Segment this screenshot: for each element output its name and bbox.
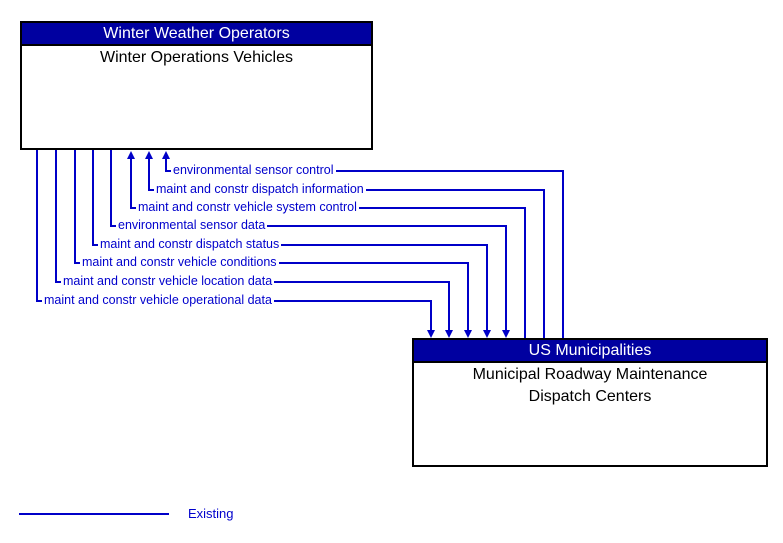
flow-line-segment bbox=[55, 150, 57, 281]
legend-existing-line bbox=[19, 513, 169, 515]
flow-line-segment bbox=[92, 150, 94, 244]
flow-line-segment bbox=[543, 189, 545, 338]
flow-line-segment bbox=[524, 207, 526, 338]
flow-label: maint and constr vehicle location data bbox=[61, 274, 275, 289]
arrowhead-up-icon bbox=[127, 151, 135, 159]
arrowhead-up-icon bbox=[145, 151, 153, 159]
source-box-title: Winter Operations Vehicles bbox=[100, 49, 293, 66]
flow-line-segment bbox=[36, 150, 38, 300]
flow-label: maint and constr dispatch information bbox=[154, 182, 366, 197]
flow-line-segment bbox=[110, 225, 507, 227]
destination-box-title: Municipal Roadway Maintenance Dispatch C… bbox=[472, 366, 708, 405]
flow-label: maint and constr vehicle operational dat… bbox=[42, 293, 274, 308]
flow-label: maint and constr dispatch status bbox=[98, 237, 282, 252]
flow-line-segment bbox=[430, 300, 432, 330]
source-box-header: Winter Weather Operators bbox=[22, 23, 371, 46]
flow-line-segment bbox=[165, 159, 167, 170]
flow-line-segment bbox=[562, 170, 564, 338]
arrowhead-down-icon bbox=[427, 330, 435, 338]
arrowhead-up-icon bbox=[162, 151, 170, 159]
legend-existing-label: Existing bbox=[188, 506, 234, 521]
flow-label: maint and constr vehicle conditions bbox=[80, 255, 279, 270]
flow-line-segment bbox=[448, 281, 450, 330]
flow-label: maint and constr vehicle system control bbox=[136, 200, 359, 215]
arrowhead-down-icon bbox=[445, 330, 453, 338]
flow-line-segment bbox=[165, 170, 564, 172]
arrowhead-down-icon bbox=[464, 330, 472, 338]
destination-box: US Municipalities Municipal Roadway Main… bbox=[412, 338, 768, 467]
arrowhead-down-icon bbox=[483, 330, 491, 338]
arrowhead-down-icon bbox=[502, 330, 510, 338]
flow-line-segment bbox=[148, 159, 150, 189]
flow-line-segment bbox=[130, 159, 132, 207]
flow-line-segment bbox=[467, 262, 469, 330]
flow-label: environmental sensor control bbox=[171, 163, 336, 178]
flow-line-segment bbox=[110, 150, 112, 225]
source-box: Winter Weather Operators Winter Operatio… bbox=[20, 21, 373, 150]
destination-box-header: US Municipalities bbox=[414, 340, 766, 363]
flow-line-segment bbox=[505, 225, 507, 330]
flow-line-segment bbox=[486, 244, 488, 330]
flow-line-segment bbox=[74, 150, 76, 262]
flow-line-segment bbox=[92, 244, 488, 246]
flow-label: environmental sensor data bbox=[116, 218, 268, 233]
